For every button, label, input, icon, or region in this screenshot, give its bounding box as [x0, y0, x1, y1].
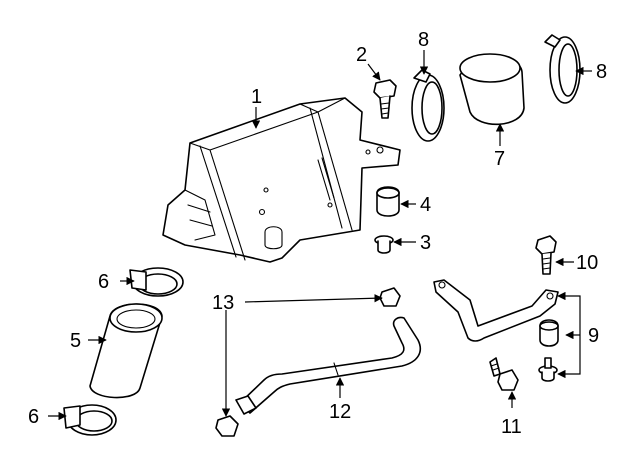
callout-8-left: 8	[418, 29, 429, 51]
callout-4: 4	[420, 194, 431, 216]
callout-11: 11	[501, 416, 522, 438]
callout-8-right: 8	[596, 61, 607, 83]
push-pin-3	[374, 235, 394, 254]
canister-assembly	[162, 97, 401, 263]
bolt-11	[489, 357, 519, 391]
bolt-10	[535, 235, 557, 275]
bracket-9	[433, 279, 559, 342]
tube-12	[235, 316, 422, 415]
callout-10: 10	[576, 252, 598, 274]
leader-lines	[48, 50, 592, 421]
pin-9	[538, 357, 558, 382]
callout-6-lower: 6	[28, 406, 39, 428]
callout-3: 3	[420, 232, 431, 254]
grommet-4	[376, 186, 400, 217]
callout-6-upper: 6	[98, 271, 109, 293]
sleeve-7	[459, 53, 525, 126]
callout-13: 13	[212, 292, 234, 314]
bolt-2	[373, 79, 397, 119]
callout-2: 2	[356, 44, 367, 66]
callout-1: 1	[251, 86, 262, 108]
callout-7: 7	[494, 148, 505, 170]
grommet-9	[539, 319, 559, 347]
clip-13-upper	[379, 287, 401, 307]
clamp-ring-right	[544, 34, 581, 104]
clamp-lower	[63, 404, 117, 436]
clamp-ring-left	[411, 69, 445, 142]
callout-labels: 1 2 8 8 7 4 3 6 5 6 10 9 11 12 13	[28, 29, 607, 438]
callout-9: 9	[588, 325, 599, 347]
hose-5	[89, 303, 163, 399]
callout-5: 5	[70, 330, 81, 352]
callout-12: 12	[329, 401, 351, 423]
clip-13-lower	[215, 415, 239, 437]
clamp-upper	[129, 267, 184, 297]
